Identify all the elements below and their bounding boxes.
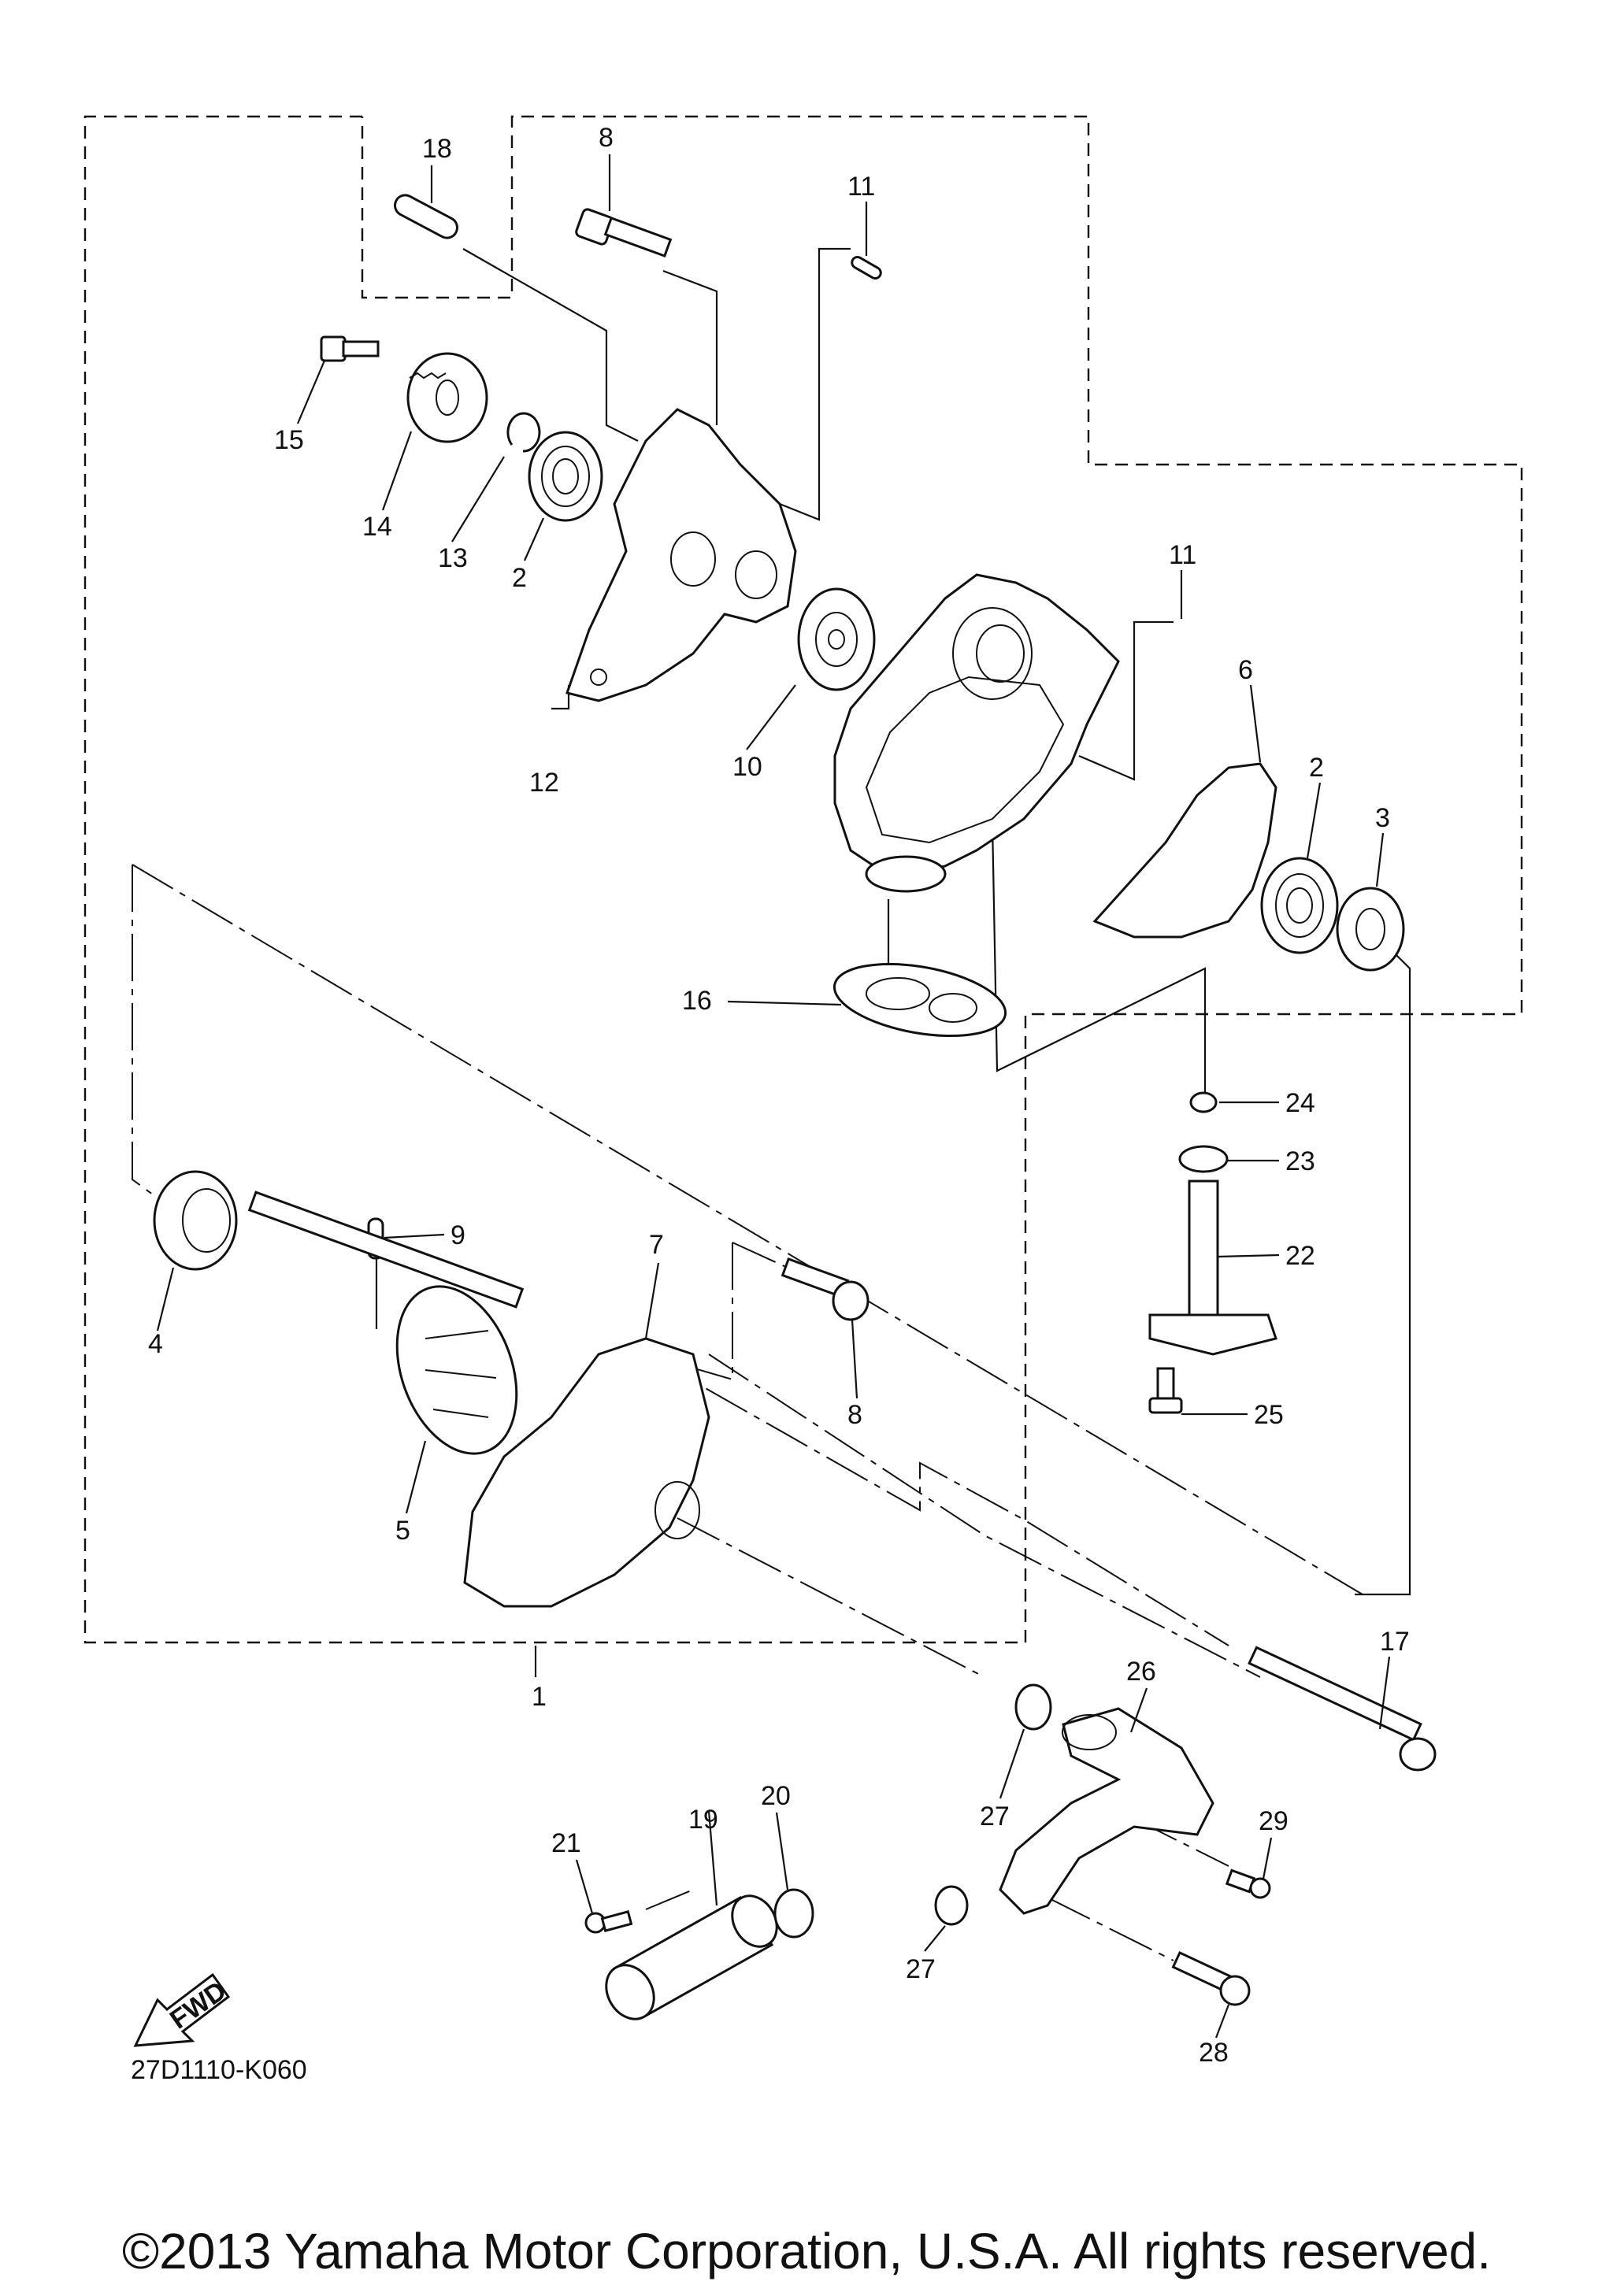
strainer-16-icon [832,962,1007,1038]
rotor-10-icon [797,587,876,691]
impeller-5-icon [247,1191,525,1455]
part-label: 23 [1285,1146,1315,1176]
dowel-pin-18-icon [394,194,458,239]
bearing-2-right-icon [1260,857,1339,954]
circlip-13-icon [506,412,541,453]
part-label: 8 [847,1400,862,1430]
label-leaders [156,154,1391,2039]
bolt-28-icon [1171,1951,1251,2006]
shaft-22-icon [1148,1179,1277,1356]
part-label: 10 [732,752,762,782]
leader-lines [132,247,1411,1961]
assembly-boundary [83,115,1523,1644]
part-label: 14 [362,512,392,542]
o-ring-27-lower-icon [934,1885,969,1926]
part-label: 9 [451,1220,465,1250]
fwd-arrow-icon: FWD [133,1972,232,2047]
bolt-29-icon [1225,1868,1271,1899]
bolt-25-icon [1148,1367,1183,1414]
gear-14-icon [406,352,488,443]
part-label: 11 [847,172,875,202]
pump-housing-icon [833,573,1120,893]
part-label: 27 [980,1802,1010,1831]
oil-seal-3-icon [1336,887,1405,972]
part-label: 3 [1375,803,1390,833]
part-label: 13 [438,543,468,573]
part-label: 20 [761,1781,791,1811]
part-label: 1 [532,1682,547,1712]
part-label: 18 [422,134,452,164]
part-label: 27 [906,1954,936,1984]
pin-11-top-icon [851,256,882,280]
pipe-26-icon [999,1707,1214,1915]
part-label: 7 [649,1230,664,1260]
copyright-notice: ©2013 Yamaha Motor Corporation, U.S.A. A… [121,2223,1492,2279]
part-label: 19 [688,1805,718,1835]
part-label: 29 [1259,1806,1289,1836]
part-label: 2 [1309,753,1324,783]
part-label: 6 [1238,655,1253,685]
o-ring-24-icon [1189,1091,1218,1113]
part-label: 24 [1285,1088,1315,1118]
part-label: 12 [529,768,559,798]
part-label: 5 [395,1516,410,1546]
part-label: 25 [1254,1400,1284,1430]
bearing-2-left-icon [528,431,603,522]
cover-housing-12-icon [565,408,797,702]
part-label: 15 [274,425,304,455]
bolt-15-icon [320,335,380,362]
part-label: 22 [1285,1241,1315,1271]
part-label: 11 [1169,540,1196,570]
part-label: 16 [682,986,712,1016]
seal-4-icon [153,1170,238,1271]
part-label: 4 [148,1329,163,1359]
fitting-19-icon [605,1894,778,2020]
part-label: 2 [512,563,527,593]
part-label: 26 [1126,1657,1156,1687]
part-label: 8 [599,123,614,153]
part-label: 21 [551,1828,581,1858]
bolt-8-lower-icon [781,1257,870,1321]
diagram-code: 27D1110-K060 [131,2055,307,2085]
o-ring-27-upper-icon [1014,1683,1052,1731]
o-ring-20-icon [773,1888,814,1939]
part-label: 17 [1380,1627,1410,1657]
part-labels: 1 2 2 3 4 5 6 7 8 8 9 10 11 11 12 13 14 … [148,123,1410,2068]
o-ring-23-icon [1178,1145,1229,1173]
bolt-8-top-icon [575,208,673,257]
bolt-17-icon [1248,1646,1437,1772]
part-label: 28 [1199,2038,1229,2068]
bolt-21-icon [584,1910,633,1934]
part-shapes: FWD [133,194,1437,2047]
gasket-6-icon [1092,762,1277,939]
impeller-housing-7-icon [463,1337,710,1608]
